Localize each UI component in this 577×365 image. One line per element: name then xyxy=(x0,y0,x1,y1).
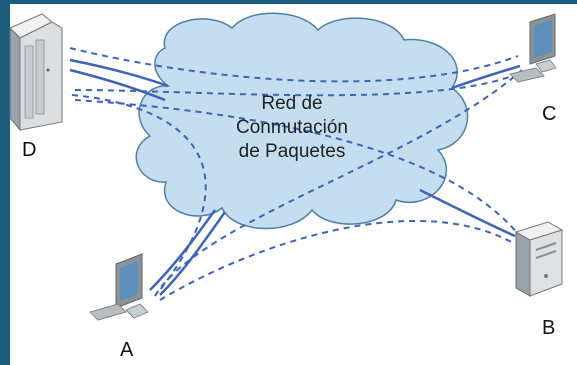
link-b-cloud xyxy=(419,188,516,238)
computer-c-icon xyxy=(509,13,557,83)
packet-switching-cloud xyxy=(135,12,469,230)
cloud-label: Red de Conmutación de Paquetes xyxy=(232,92,352,164)
dashed-a-c xyxy=(154,69,523,297)
cloud-label-line1: Red de xyxy=(261,93,323,114)
dashed-d-a xyxy=(71,94,207,291)
link-d-cloud-2 xyxy=(69,68,166,102)
link-a-cloud-2 xyxy=(149,209,217,291)
node-label-a: A xyxy=(120,339,134,361)
dashed-d-b xyxy=(74,99,519,235)
link-a-cloud-1 xyxy=(159,211,227,296)
solid-links xyxy=(69,58,521,296)
link-c-cloud xyxy=(451,64,521,90)
cloud-label-line2: Conmutación xyxy=(236,117,348,138)
node-label-b: B xyxy=(542,317,556,339)
computer-a-icon xyxy=(89,253,149,321)
dashed-a-b xyxy=(159,219,516,301)
cloud-label-line3: de Paquetes xyxy=(238,141,346,162)
link-d-cloud-1 xyxy=(69,58,169,88)
node-label-c: C xyxy=(542,103,557,125)
node-label-d: D xyxy=(22,139,37,161)
server-d-icon xyxy=(9,13,63,132)
dashed-d-c-2 xyxy=(74,71,523,97)
dashed-links xyxy=(69,47,523,301)
dashed-d-c xyxy=(69,47,519,83)
computer-b-icon xyxy=(514,221,564,297)
